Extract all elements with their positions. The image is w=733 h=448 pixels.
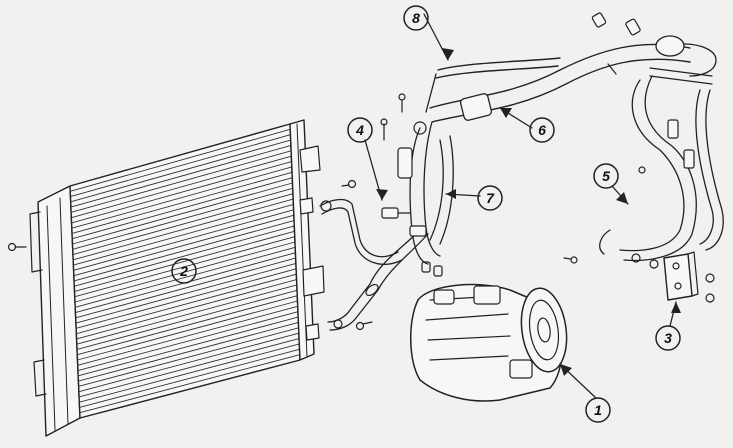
hose-assembly-7 bbox=[397, 121, 454, 265]
pipe-assembly-5 bbox=[563, 75, 724, 264]
fin-line bbox=[72, 177, 293, 240]
expansion-valve-3 bbox=[649, 251, 715, 303]
callout-4: 4 bbox=[347, 117, 373, 143]
fin-line bbox=[79, 343, 300, 403]
fin-line bbox=[74, 225, 295, 287]
fin-line bbox=[77, 311, 299, 371]
fin-line bbox=[78, 332, 299, 393]
callout-7: 7 bbox=[477, 185, 503, 211]
callout-7-label: 7 bbox=[486, 190, 495, 206]
fin-line bbox=[70, 128, 291, 192]
callout-2: 2 bbox=[171, 258, 197, 284]
fin-line bbox=[71, 161, 292, 224]
fin-line bbox=[77, 295, 298, 356]
callout-8-label: 8 bbox=[412, 10, 420, 26]
condenser-bolt-left bbox=[7, 242, 27, 252]
suction-hose-6-8 bbox=[425, 12, 717, 123]
callout-1: 1 bbox=[585, 397, 611, 423]
fin-line bbox=[70, 145, 292, 208]
fin-line bbox=[72, 182, 293, 245]
compressor-1 bbox=[410, 261, 568, 402]
callout-5-label: 5 bbox=[602, 168, 610, 184]
fin-line bbox=[72, 187, 293, 250]
fin-line bbox=[71, 171, 293, 234]
fin-line bbox=[76, 289, 298, 350]
fin-line bbox=[75, 246, 296, 308]
callout-3-label: 3 bbox=[664, 330, 672, 346]
callout-3: 3 bbox=[655, 325, 681, 351]
leader-lines bbox=[364, 13, 681, 399]
fin-line bbox=[74, 241, 296, 303]
fin-line bbox=[70, 139, 291, 203]
callout-5: 5 bbox=[593, 163, 619, 189]
condenser bbox=[7, 119, 325, 437]
fin-line bbox=[70, 134, 291, 197]
callouts: 1 2 3 4 5 6 7 8 bbox=[171, 5, 681, 423]
fin-line bbox=[73, 220, 295, 282]
fin-line bbox=[79, 348, 300, 408]
service-valve-4 bbox=[380, 93, 411, 219]
fin-line bbox=[73, 209, 294, 271]
fin-line bbox=[78, 316, 299, 377]
callout-6-label: 6 bbox=[538, 122, 546, 138]
fin-line bbox=[77, 300, 298, 361]
condenser-fins bbox=[70, 128, 300, 414]
callout-1-label: 1 bbox=[594, 402, 602, 418]
fin-line bbox=[78, 322, 299, 382]
callout-4-label: 4 bbox=[355, 122, 364, 138]
fin-line bbox=[76, 284, 297, 345]
fin-line bbox=[71, 166, 292, 229]
fin-line bbox=[71, 155, 292, 219]
fin-line bbox=[74, 236, 295, 298]
fin-line bbox=[76, 279, 297, 340]
fin-line bbox=[73, 204, 294, 266]
fin-line bbox=[78, 338, 300, 398]
fin-line bbox=[73, 198, 294, 261]
liquid-line-lower bbox=[327, 229, 429, 331]
fin-line bbox=[75, 257, 296, 319]
condenser-inlet-pipe bbox=[319, 179, 403, 265]
fin-line bbox=[76, 273, 297, 335]
callout-6: 6 bbox=[529, 117, 555, 143]
fin-line bbox=[72, 193, 294, 255]
fin-line bbox=[79, 354, 300, 414]
fin-line bbox=[74, 230, 295, 292]
fin-line bbox=[78, 327, 299, 387]
fin-line bbox=[73, 214, 294, 277]
fin-line bbox=[76, 268, 297, 329]
callout-2-label: 2 bbox=[179, 263, 188, 279]
fin-line bbox=[71, 150, 292, 213]
fin-line bbox=[77, 305, 298, 366]
callout-8: 8 bbox=[403, 5, 429, 31]
fin-line bbox=[75, 263, 297, 324]
